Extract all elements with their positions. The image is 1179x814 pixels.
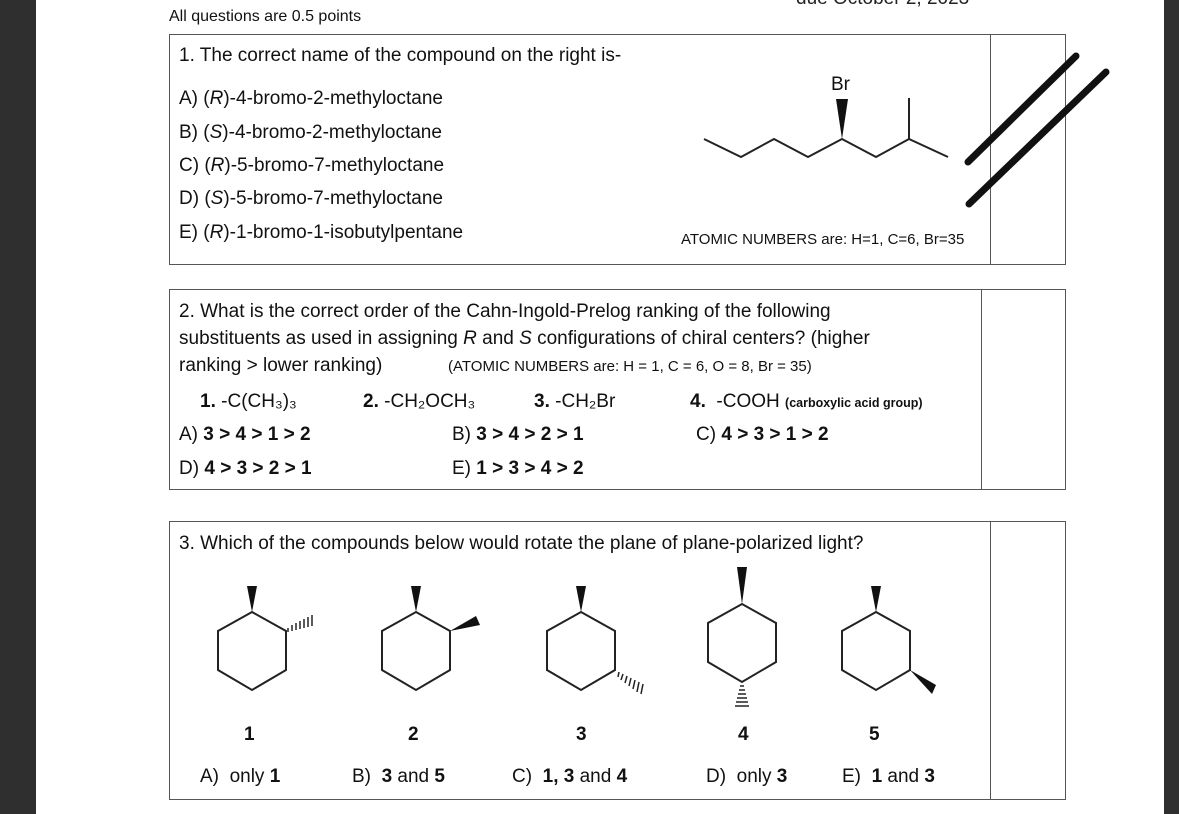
substituent-3: 3. -CH₂Br: [534, 391, 616, 412]
due-date-fragment: due October 2, 2023: [796, 0, 969, 10]
cyclohexane-4-icon: [707, 567, 777, 707]
cyclohexane-3-icon: [546, 586, 644, 695]
substituent-2: 2. -CH₂OCH₃: [363, 391, 476, 412]
compound-label-2: 2: [408, 724, 419, 745]
compound-label-1: 1: [244, 724, 255, 745]
q2-atomic-numbers: (ATOMIC NUMBERS are: H = 1, C = 6, O = 8…: [448, 358, 812, 375]
q1-option-a[interactable]: A) (R)-4-bromo-2-methyloctane: [179, 88, 443, 109]
q2-option-b[interactable]: B) 3 > 4 > 2 > 1: [452, 424, 584, 445]
question-2-line-3: ranking > lower ranking): [179, 355, 383, 376]
worksheet-page: All questions are 0.5 points due October…: [36, 0, 1164, 814]
question-2-line-1: 2. What is the correct order of the Cahn…: [179, 301, 831, 322]
cyclohexane-2-icon: [381, 586, 480, 692]
q1-option-c[interactable]: C) (R)-5-bromo-7-methyloctane: [179, 155, 445, 176]
question-3-answer-cell[interactable]: [990, 521, 1066, 800]
compound-label-5: 5: [869, 724, 880, 745]
q1-option-e[interactable]: E) (R)-1-bromo-1-isobutylpentane: [179, 222, 464, 243]
cyclohexane-5-icon: [841, 586, 936, 694]
q2-option-a[interactable]: A) 3 > 4 > 1 > 2: [179, 424, 311, 445]
compound-label-4: 4: [738, 724, 749, 745]
bromine-label: Br: [831, 74, 850, 95]
points-note: All questions are 0.5 points: [169, 8, 362, 25]
q3-option-d[interactable]: D) only 3: [706, 766, 788, 787]
q2-option-d[interactable]: D) 4 > 3 > 2 > 1: [179, 458, 312, 479]
substituent-4: 4. -COOH (carboxylic acid group): [690, 391, 923, 412]
q1-molecule-structure: [703, 98, 949, 159]
wedge-bond-icon: [836, 99, 848, 139]
strike-marks: [964, 52, 1110, 208]
question-2-answer-cell[interactable]: [981, 289, 1066, 490]
q3-option-c[interactable]: C) 1, 3 and 4: [512, 766, 628, 787]
q1-option-d[interactable]: D) (S)-5-bromo-7-methyloctane: [179, 188, 443, 209]
q3-option-a[interactable]: A) only 1: [200, 766, 281, 787]
question-1-text: 1. The correct name of the compound on t…: [179, 45, 622, 66]
compound-label-3: 3: [576, 724, 587, 745]
q2-option-c[interactable]: C) 4 > 3 > 1 > 2: [696, 424, 829, 445]
q1-atomic-numbers: ATOMIC NUMBERS are: H=1, C=6, Br=35: [681, 231, 965, 248]
q3-compound-structures: [217, 567, 936, 707]
q2-option-e[interactable]: E) 1 > 3 > 4 > 2: [452, 458, 584, 479]
cyclohexane-1-icon: [217, 586, 313, 692]
q3-option-e[interactable]: E) 1 and 3: [842, 766, 935, 787]
q3-option-b[interactable]: B) 3 and 5: [352, 766, 445, 787]
question-3-text: 3. Which of the compounds below would ro…: [179, 533, 864, 554]
question-2-line-2: substituents as used in assigning R and …: [179, 328, 870, 349]
question-1-answer-cell[interactable]: [990, 34, 1066, 265]
substituent-1: 1. -C(CH₃)₃: [200, 391, 297, 412]
q1-option-b[interactable]: B) (S)-4-bromo-2-methyloctane: [179, 122, 442, 143]
